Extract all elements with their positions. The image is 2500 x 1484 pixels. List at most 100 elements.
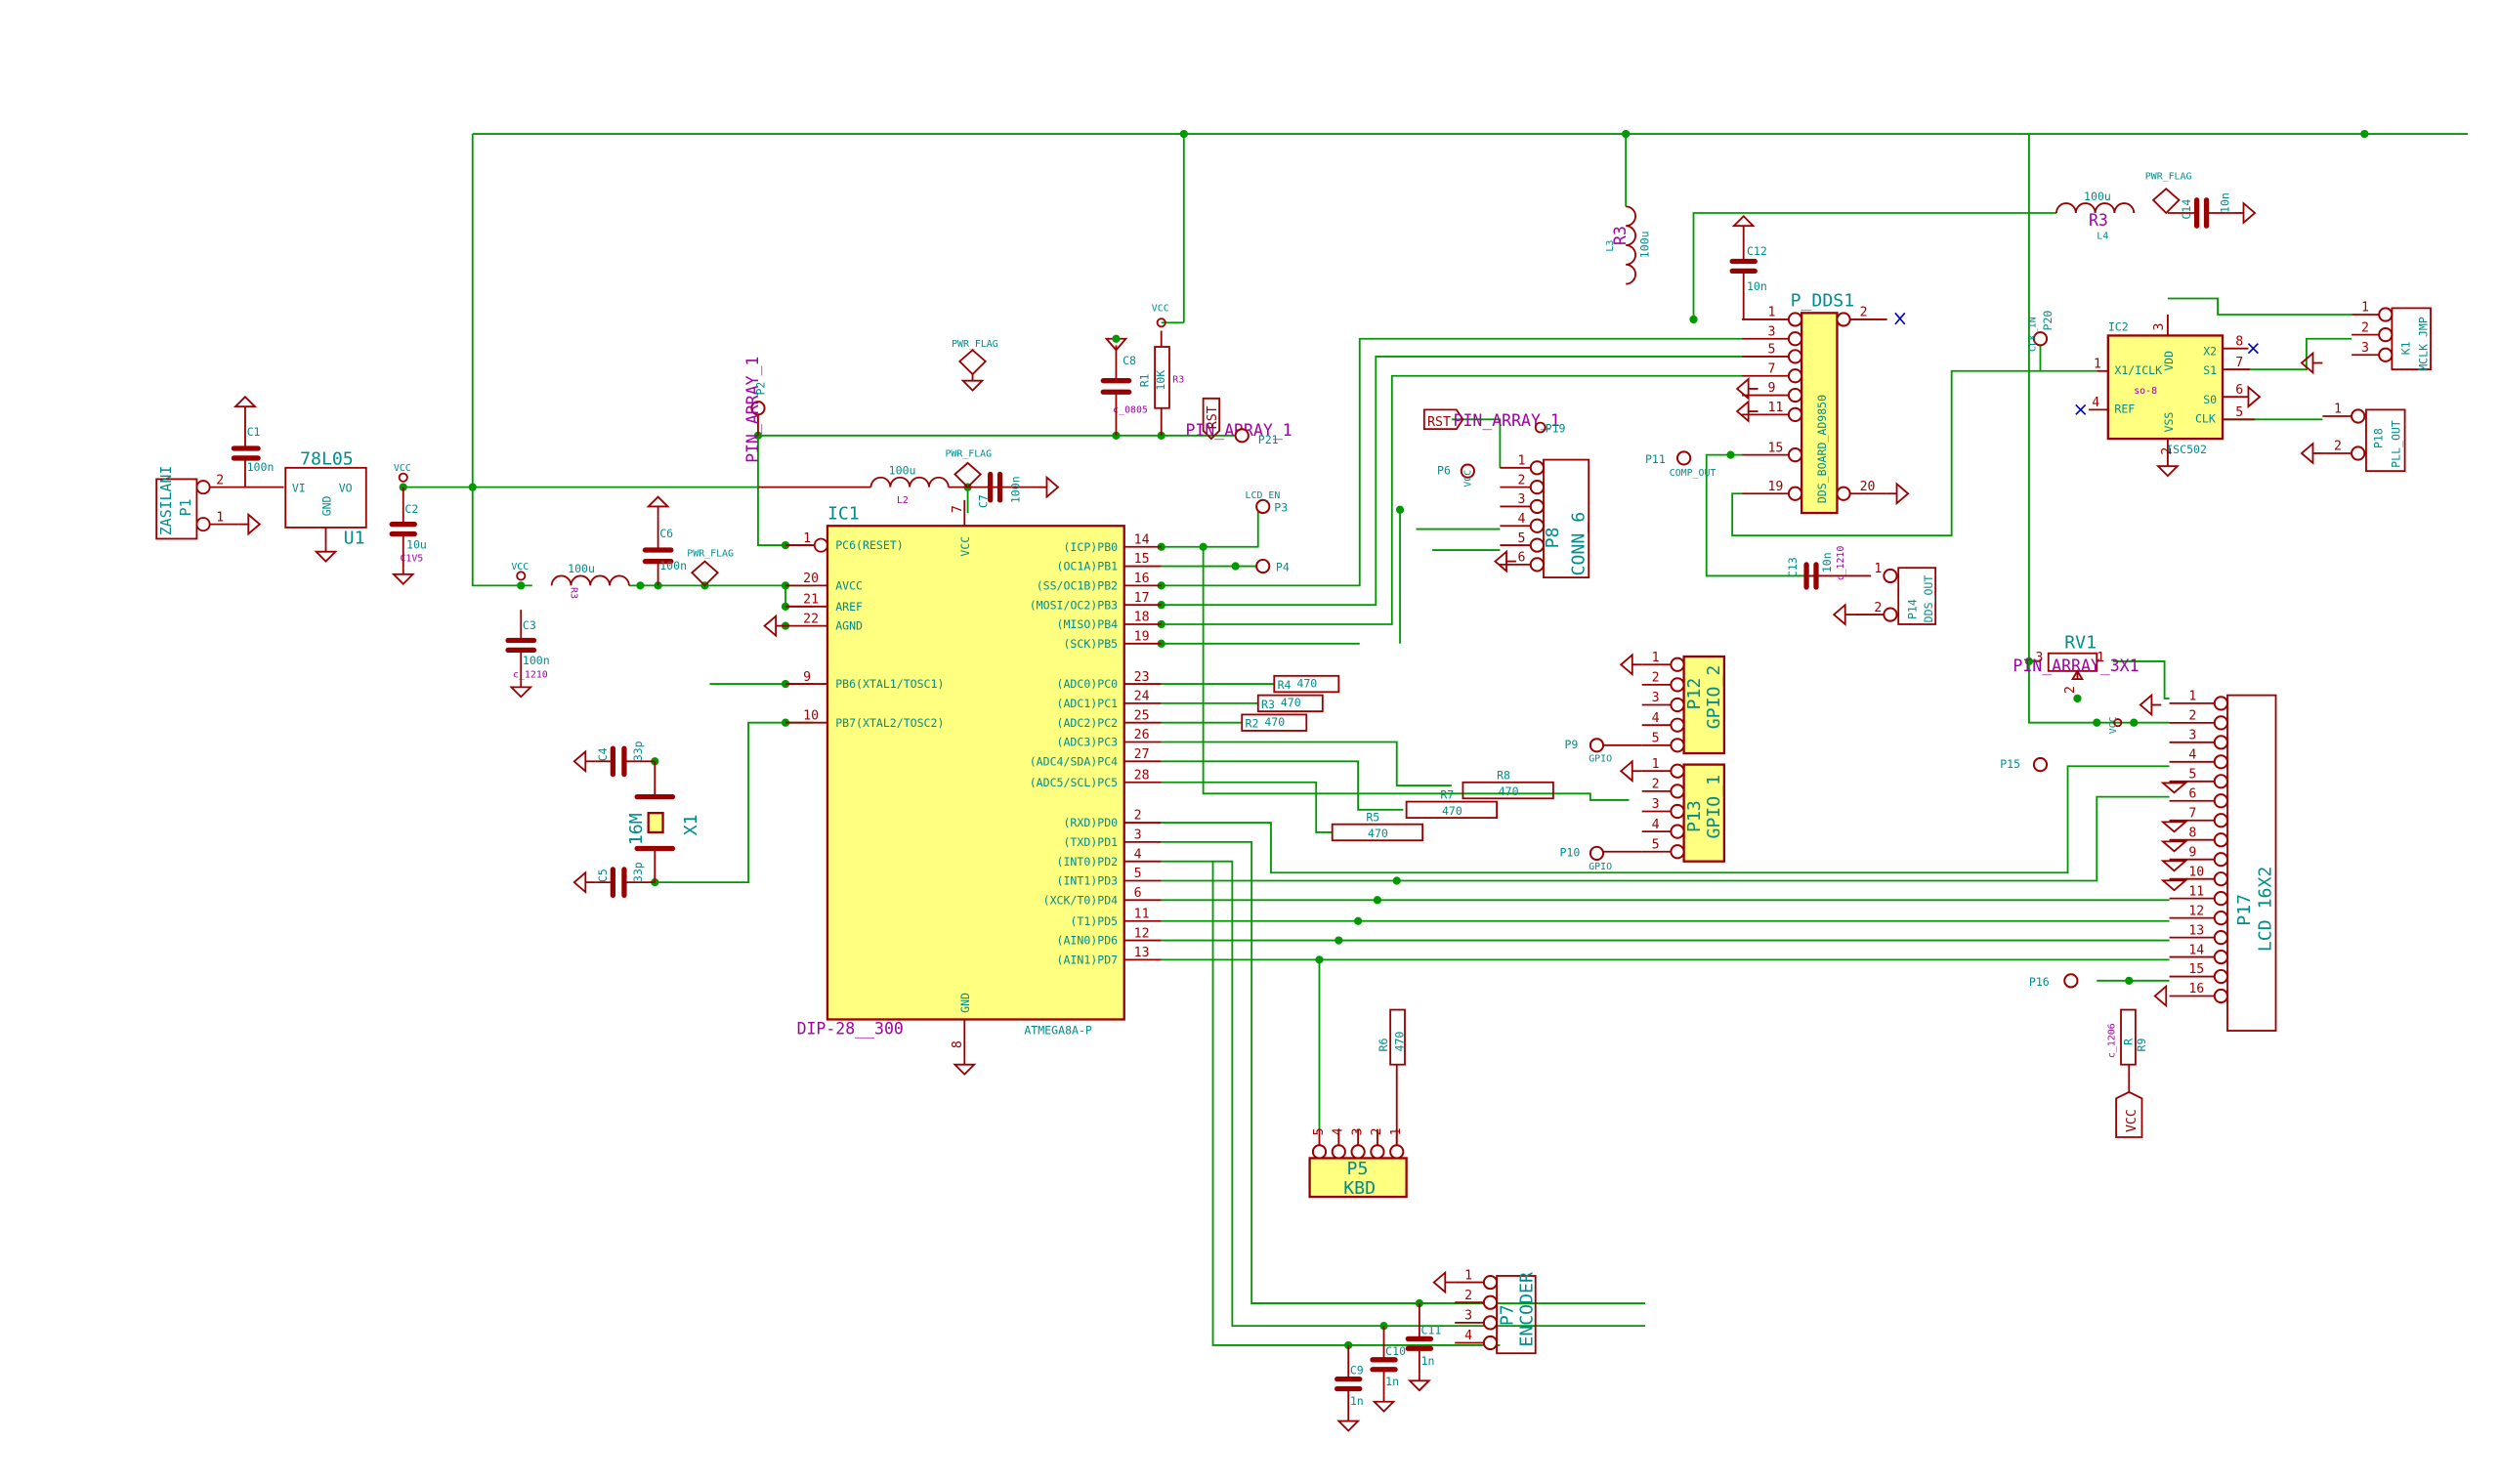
mcu-pin-name: (AIN0)PD6 [1057,934,1119,948]
svg-text:1: 1 [1874,562,1882,576]
svg-text:C6: C6 [659,527,673,540]
mcu-pin-name: AVCC [835,578,863,592]
cap-ref: C9 [1350,1364,1364,1378]
svg-text:C2: C2 [404,502,418,516]
svg-text:VDD: VDD [2162,351,2176,371]
svg-text:100u: 100u [2084,190,2111,203]
mcu-ic1: IC1 DIP-28__300 ATMEGA8A-P 7 VCC 8 GND 1… [785,499,1162,1076]
dds-pin [1787,331,1803,347]
lcd-pin [2213,754,2228,770]
svg-text:R3: R3 [1611,226,1630,245]
svg-text:33p: 33p [631,862,645,882]
lcd-pin-number: 5 [2188,767,2196,782]
svg-text:R3: R3 [568,587,578,599]
kbd-pin [1311,1144,1328,1160]
lcd-pin [2213,988,2228,1004]
lcd-pin [2213,871,2228,887]
encoder-pin-number: 4 [1464,1329,1472,1343]
dds-pin-number: 2 [1860,306,1868,320]
inverted-pin-bubble [813,537,828,553]
kbd-pin-number: 4 [1332,1127,1346,1135]
svg-text:P5: P5 [1347,1159,1369,1179]
resistor-ref: R4 [1278,678,1292,692]
svg-text:VCC: VCC [394,463,411,474]
encoder-pin [1482,1274,1499,1291]
svg-text:c_0805: c_0805 [1113,405,1148,416]
gpio-pin [1670,763,1685,779]
resistor-ref: R2 [1246,717,1259,731]
resistor-value: 470 [1264,715,1285,729]
dds-pin [1787,406,1803,422]
ground-icon [2160,860,2188,872]
lcd-pin-number: 12 [2188,904,2204,918]
svg-text:GPIO: GPIO [1589,753,1612,764]
svg-text:GND: GND [958,993,972,1013]
svg-text:R6: R6 [1377,1039,1390,1052]
svg-text:R9: R9 [2135,1039,2148,1052]
svg-text:2: 2 [216,473,224,488]
lcd-pin-number: 14 [2188,943,2204,957]
svg-text:K1: K1 [2399,341,2413,355]
svg-text:LCD_EN: LCD_EN [1246,490,1281,501]
svg-text:DIP-28__300: DIP-28__300 [797,1019,904,1038]
svg-text:P21: P21 [1258,433,1279,446]
cap-value: 1n [1421,1354,1435,1368]
resistor-value: 470 [1296,676,1317,690]
mcu-pin-number: 20 [803,572,819,586]
svg-text:c_1206: c_1206 [2106,1023,2117,1058]
dds-pin [1836,312,1851,327]
svg-text:P9: P9 [1564,738,1578,751]
gpio-pin-number: 1 [1652,757,1660,772]
svg-text:C5: C5 [596,869,610,882]
resistor-ref: R3 [1261,698,1275,711]
svg-text:1: 1 [2334,403,2342,417]
mcu-pin-number: 26 [1134,728,1150,742]
svg-text:PLL_OUT: PLL_OUT [2390,420,2403,468]
svg-text:PWR_FLAG: PWR_FLAG [952,339,998,350]
mcu-pin-number: 28 [1134,768,1150,783]
lcd-pin-number: 3 [2188,729,2196,743]
isp-pin-number: 4 [1518,512,1526,527]
mcu-pin-number: 10 [803,708,819,723]
isp-pin-number: 1 [1518,454,1526,469]
isp-pin [1529,480,1545,495]
svg-text:P3: P3 [1274,500,1288,514]
cap-value: 1n [1385,1375,1399,1388]
isp-pin-number: 5 [1518,531,1526,546]
svg-text:MCLK_JMP: MCLK_JMP [2417,317,2431,371]
k1-pin [2378,347,2394,362]
svg-text:33p: 33p [631,741,645,761]
svg-text:10n: 10n [1820,552,1834,572]
isp-pin [1529,537,1545,553]
svg-text:DDS_BOARD_AD9850: DDS_BOARD_AD9850 [1815,395,1829,503]
dds-pin-number: 5 [1767,343,1775,358]
svg-text:VSS: VSS [2162,412,2176,433]
svg-text:PWR_FLAG: PWR_FLAG [687,549,734,560]
mcu-pin-name: (TXD)PD1 [1063,835,1118,849]
mcu-pin-number: 19 [1134,629,1150,644]
lcd-pin [2213,930,2228,946]
isp-pin-number: 3 [1518,492,1526,507]
svg-text:P2: P2 [754,382,768,396]
mcu-pin-name: (XCK/T0)PD4 [1043,893,1119,907]
lcd-pin [2213,852,2228,868]
mcu-vcc-filter: 100u L2 C7 100n PWR_FLAG PWR_FLAG [757,339,1059,508]
mcu-pin-number: 13 [1134,946,1150,960]
svg-text:X1/ICLK: X1/ICLK [2114,363,2162,377]
svg-text:KBD: KBD [1343,1178,1376,1199]
svg-text:S1: S1 [2203,363,2217,377]
resistor-ref: R8 [1497,768,1510,782]
ground-icon [2160,840,2188,853]
gpio-pin [1670,677,1685,693]
svg-text:C14: C14 [2180,199,2193,220]
mcu-pin-name: (SCK)PB5 [1063,637,1118,651]
kbd-pin [1350,1144,1366,1160]
svg-text:10u: 10u [406,537,427,551]
mcu-pin-number: 1 [803,531,811,546]
svg-text:100n: 100n [659,559,687,572]
resistor [1256,694,1324,713]
